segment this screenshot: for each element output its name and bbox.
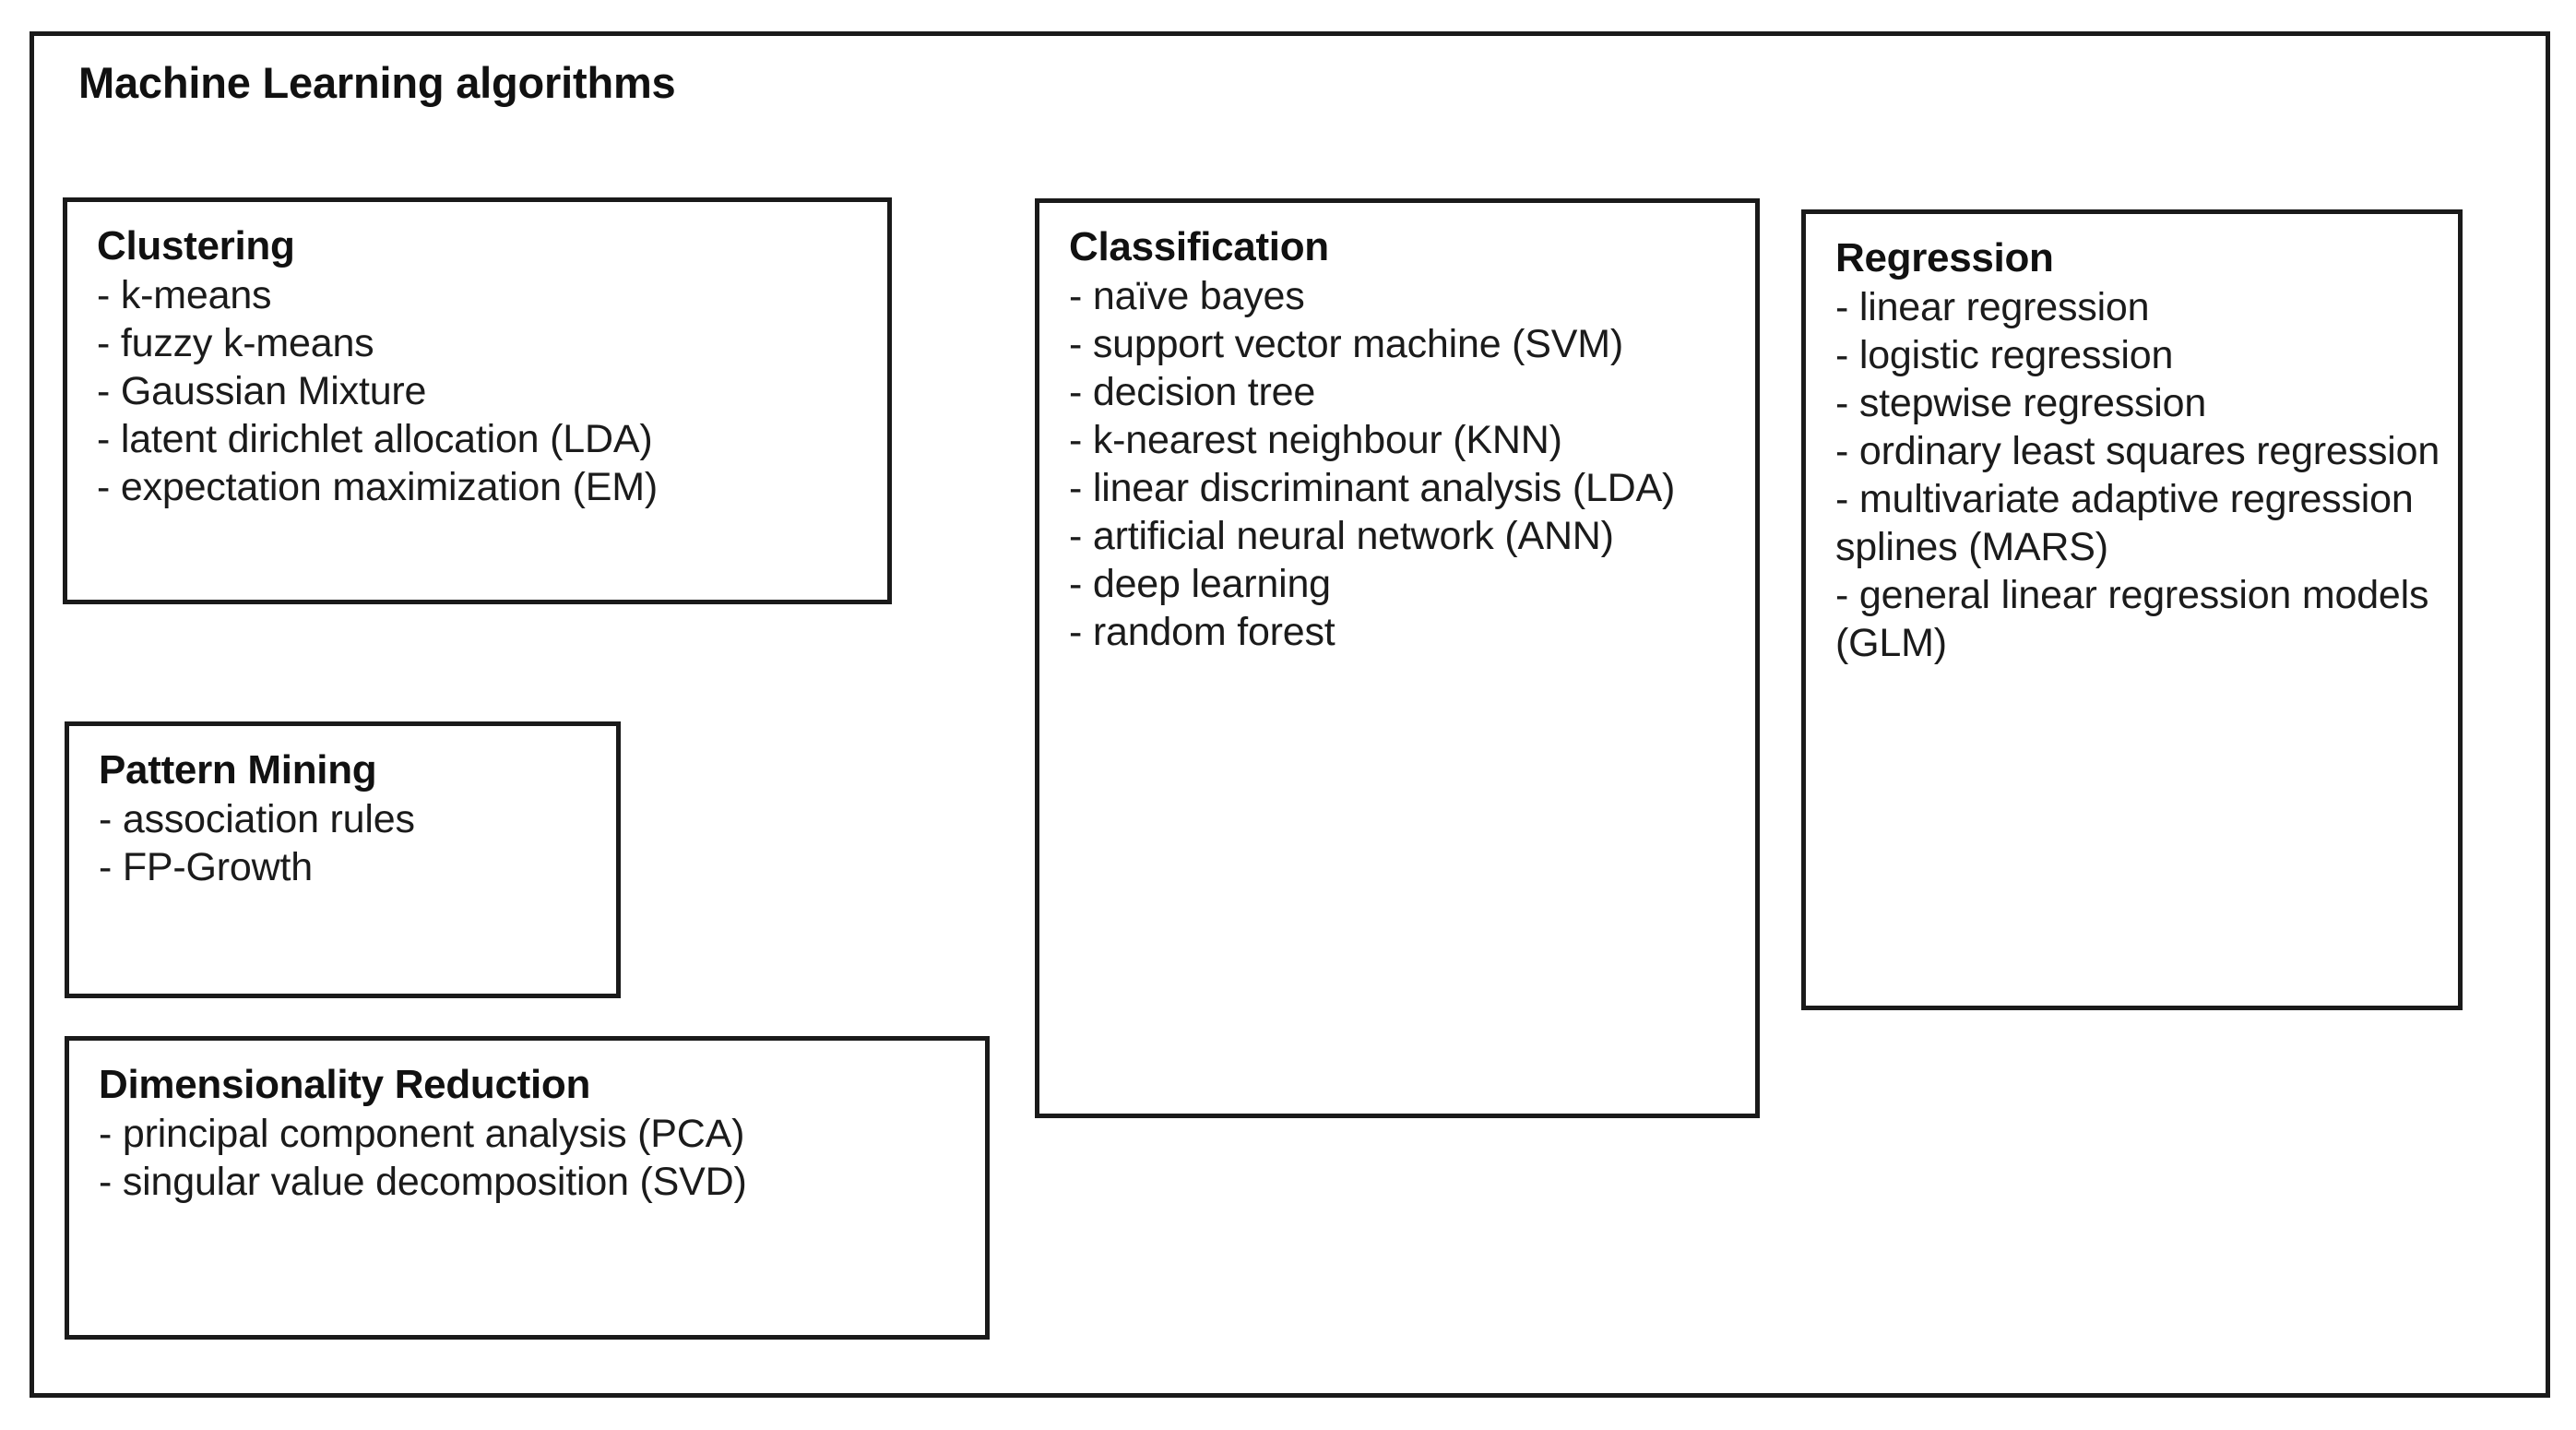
category-box-classification: Classification - naïve bayes - support v… bbox=[1035, 198, 1760, 1118]
category-title-pattern-mining: Pattern Mining bbox=[99, 747, 377, 792]
list-item: - linear discriminant analysis (LDA) bbox=[1069, 466, 1676, 511]
category-title-classification: Classification bbox=[1069, 224, 1329, 269]
category-box-regression: Regression - linear regression - logisti… bbox=[1801, 209, 2463, 1010]
list-item: - linear regression bbox=[1835, 285, 2150, 330]
category-content-classification: Classification - naïve bayes - support v… bbox=[1039, 203, 1755, 656]
list-item: - ordinary least squares regression bbox=[1835, 429, 2440, 474]
list-item: - artificial neural network (ANN) bbox=[1069, 514, 1614, 559]
list-item: - general linear regression models (GLM) bbox=[1835, 573, 2429, 666]
list-item: - decision tree bbox=[1069, 370, 1316, 415]
list-item: - k-means bbox=[97, 273, 272, 318]
category-title-clustering: Clustering bbox=[97, 223, 295, 268]
list-item: - expectation maximization (EM) bbox=[97, 465, 658, 510]
category-content-clustering: Clustering - k-means - fuzzy k-means - G… bbox=[67, 202, 887, 511]
list-item: - principal component analysis (PCA) bbox=[99, 1112, 745, 1157]
list-item: - support vector machine (SVM) bbox=[1069, 322, 1623, 367]
category-title-dimensionality-reduction: Dimensionality Reduction bbox=[99, 1062, 591, 1107]
list-item: - FP-Growth bbox=[99, 845, 313, 890]
list-item: - random forest bbox=[1069, 610, 1335, 655]
category-content-dimensionality-reduction: Dimensionality Reduction - principal com… bbox=[69, 1041, 985, 1206]
list-item: - deep learning bbox=[1069, 562, 1331, 607]
list-item: - latent dirichlet allocation (LDA) bbox=[97, 417, 653, 462]
category-content-regression: Regression - linear regression - logisti… bbox=[1806, 214, 2458, 667]
list-item: - association rules bbox=[99, 797, 415, 842]
list-item: - multivariate adaptive regression splin… bbox=[1835, 477, 2414, 570]
list-item: - Gaussian Mixture bbox=[97, 369, 427, 414]
list-item: - fuzzy k-means bbox=[97, 321, 374, 366]
list-item: - k-nearest neighbour (KNN) bbox=[1069, 418, 1562, 463]
list-item: - stepwise regression bbox=[1835, 381, 2207, 426]
list-item: - naïve bayes bbox=[1069, 274, 1305, 319]
list-item: - logistic regression bbox=[1835, 333, 2174, 378]
category-content-pattern-mining: Pattern Mining - association rules - FP-… bbox=[69, 726, 616, 891]
category-box-clustering: Clustering - k-means - fuzzy k-means - G… bbox=[63, 197, 892, 604]
list-item: - singular value decomposition (SVD) bbox=[99, 1160, 747, 1205]
category-box-pattern-mining: Pattern Mining - association rules - FP-… bbox=[65, 721, 621, 998]
page-title: Machine Learning algorithms bbox=[78, 58, 676, 107]
category-box-dimensionality-reduction: Dimensionality Reduction - principal com… bbox=[65, 1036, 990, 1340]
category-title-regression: Regression bbox=[1835, 235, 2054, 280]
